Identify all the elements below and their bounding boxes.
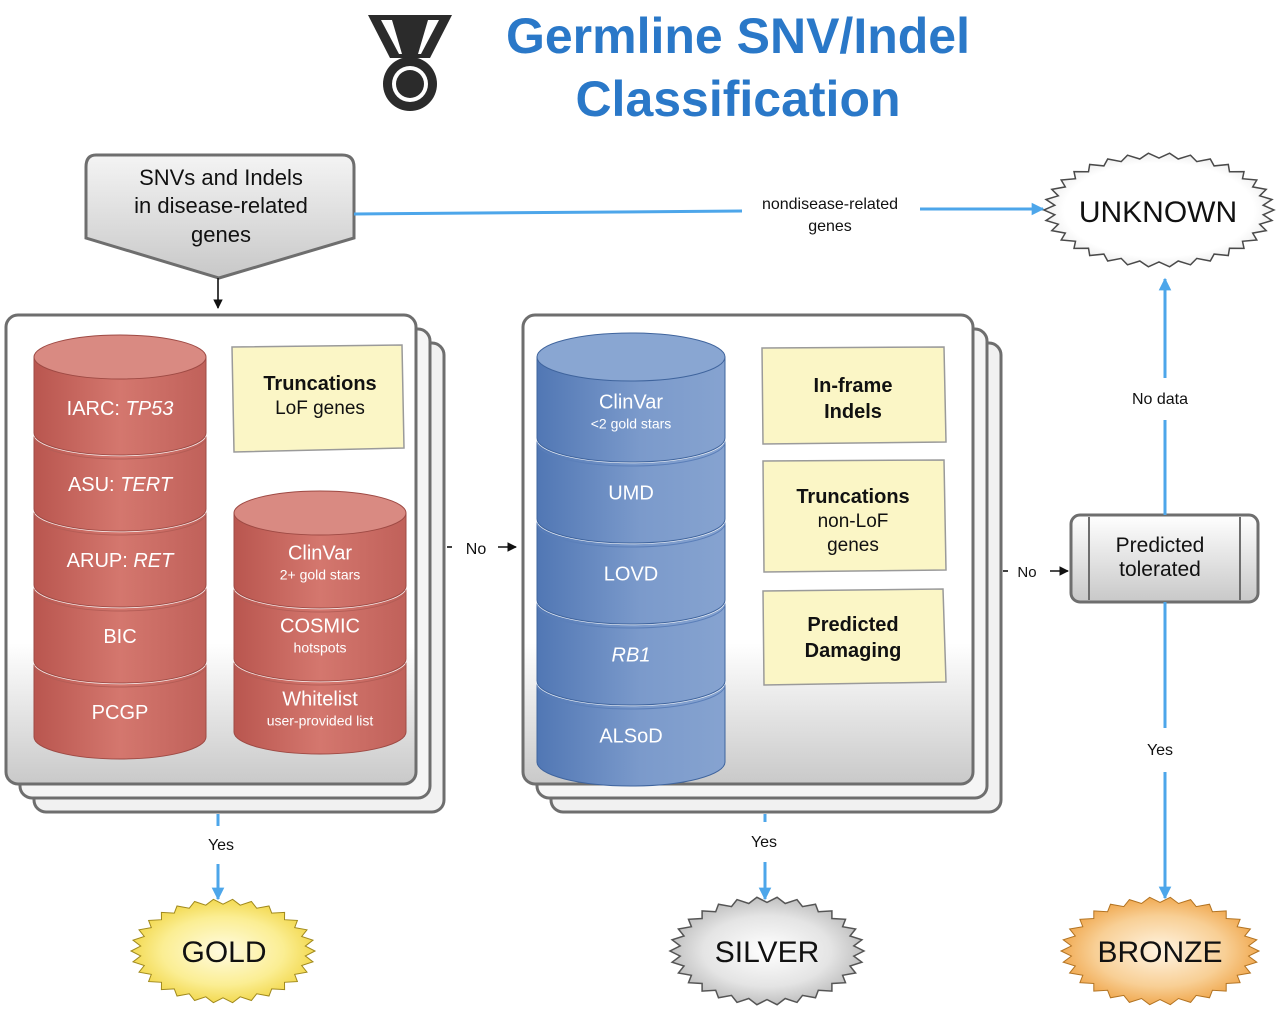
- unknown-badge: UNKNOWN: [1042, 152, 1276, 268]
- gold-db-2-label: ARUP: RET: [67, 550, 175, 572]
- note-predicted-damaging-line-1: Predicted: [807, 614, 898, 636]
- label-no-to-predicted: No: [1017, 564, 1036, 581]
- note-inframe-indels-line-1: In-frame: [814, 375, 893, 397]
- gold-db2-2-label: Whitelist: [282, 689, 358, 711]
- label-yes-silver: Yes: [751, 834, 777, 851]
- unknown-badge-shape: [1042, 152, 1276, 268]
- arrow-nondisease-to-unknown: [353, 202, 1045, 216]
- silver-badge: SILVER: [668, 896, 866, 1006]
- label-nondisease-line-2: genes: [808, 218, 852, 235]
- gold-badge-label: GOLD: [181, 936, 266, 969]
- silver-database-stack: ALSoD RB1 LOVD UMD ClinVar <2 gold stars: [535, 332, 727, 787]
- gold-database-stack-primary: PCGP BIC ARUP: RET ASU: TERT IARC: TP53: [32, 334, 208, 760]
- gold-db-4-label: PCGP: [92, 702, 149, 724]
- silver-db-0-sublabel: <2 gold stars: [591, 416, 672, 432]
- note-predicted-damaging-line-2: Damaging: [805, 640, 902, 662]
- label-nondisease-line-1: nondisease-related: [762, 196, 898, 213]
- note-inframe-indels: In-frame Indels: [761, 346, 947, 445]
- silver-db-0-label: ClinVar: [599, 392, 663, 414]
- predicted-tolerated-box: Predicted tolerated: [1069, 513, 1260, 604]
- label-yes-bronze: Yes: [1147, 742, 1173, 759]
- medal-icon: [368, 15, 452, 111]
- label-no-data: No data: [1132, 391, 1188, 408]
- label-yes-gold: Yes: [208, 837, 234, 854]
- silver-db-2-label: LOVD: [604, 564, 658, 586]
- input-box: SNVs and Indels in disease-related genes: [84, 153, 356, 280]
- silver-badge-label: SILVER: [715, 936, 820, 969]
- bronze-badge: BRONZE: [1059, 896, 1261, 1006]
- gold-db-3-label: BIC: [103, 626, 136, 648]
- gold-badge: GOLD: [129, 898, 317, 1004]
- note-truncations-nonlof: Truncations non-LoF genes: [762, 459, 947, 573]
- input-box-line-1: SNVs and Indels: [139, 165, 303, 190]
- silver-db-1-label: UMD: [608, 483, 654, 505]
- title-line-1: Germline SNV/Indel: [506, 8, 970, 64]
- gold-db2-0-cylinder: ClinVar 2+ gold stars: [233, 490, 407, 609]
- gold-db2-0-label: ClinVar: [288, 543, 352, 565]
- note-inframe-indels-line-2: Indels: [824, 401, 882, 423]
- gold-db-1-label: ASU: TERT: [68, 474, 174, 496]
- gold-db2-0-sublabel: 2+ gold stars: [280, 567, 361, 583]
- input-box-line-2: in disease-related: [134, 193, 308, 218]
- note-truncations-lof-text: LoF genes: [275, 398, 365, 419]
- input-box-line-3: genes: [191, 222, 251, 247]
- predicted-tolerated-line-2: tolerated: [1119, 558, 1201, 581]
- note-truncations-lof: Truncations LoF genes: [231, 344, 405, 453]
- gold-db2-2-sublabel: user-provided list: [267, 713, 374, 729]
- unknown-badge-label: UNKNOWN: [1079, 196, 1237, 229]
- note-predicted-damaging: Predicted Damaging: [762, 588, 947, 686]
- gold-db2-1-label: COSMIC: [280, 616, 360, 638]
- note-truncations-nonlof-line-2: genes: [827, 535, 879, 556]
- gold-db-0-cylinder: IARC: TP53: [33, 334, 207, 456]
- note-truncations-lof-title: Truncations: [263, 373, 376, 395]
- silver-db-3-label: RB1: [612, 645, 651, 667]
- bronze-badge-shape: [1059, 896, 1261, 1006]
- predicted-tolerated-line-1: Predicted: [1116, 534, 1205, 557]
- gold-db-0-label: IARC: TP53: [67, 398, 174, 420]
- note-truncations-nonlof-line-1: non-LoF: [818, 511, 889, 532]
- gold-db2-1-sublabel: hotspots: [294, 640, 347, 656]
- label-no-to-silver: No: [466, 541, 487, 558]
- silver-db-4-label: ALSoD: [599, 726, 662, 748]
- gold-database-stack-secondary: Whitelist user-provided list COSMIC hotspot…: [232, 490, 408, 755]
- note-truncations-nonlof-title: Truncations: [796, 486, 909, 508]
- bronze-badge-label: BRONZE: [1097, 936, 1222, 969]
- silver-db-0-cylinder: ClinVar <2 gold stars: [536, 332, 726, 463]
- title-line-2: Classification: [575, 71, 900, 127]
- gold-badge-shape: [129, 898, 317, 1004]
- silver-badge-shape: [668, 896, 866, 1006]
